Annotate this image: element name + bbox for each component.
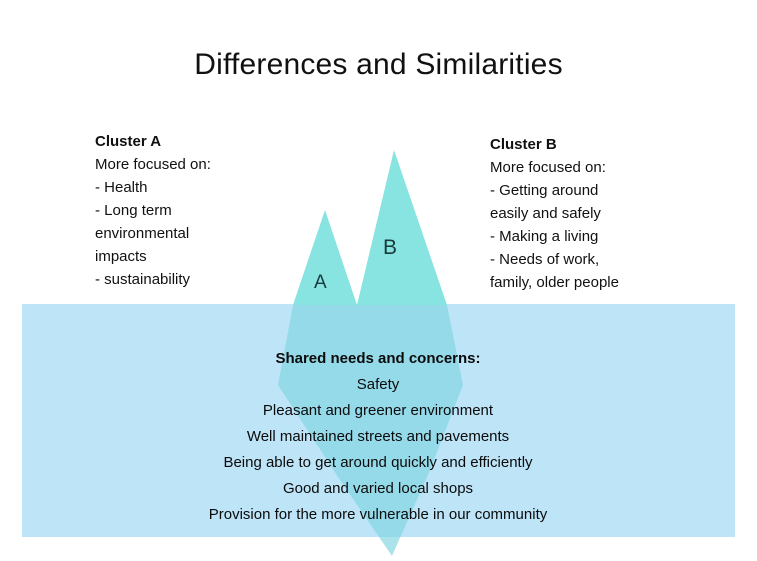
iceberg-peak-b xyxy=(357,150,447,305)
shared-needs-item: Well maintained streets and pavements xyxy=(246,428,510,445)
cluster-a-heading: Cluster A xyxy=(95,133,162,150)
cluster-b-text: Cluster B More focused on: - Getting aro… xyxy=(490,133,640,294)
shared-needs-heading: Shared needs and concerns: xyxy=(275,350,481,367)
cluster-b-item: - Needs of work, family, older people xyxy=(490,251,619,291)
cluster-b-item: - Getting around easily and safely xyxy=(490,182,601,222)
cluster-a-item: - Long term environmental impacts xyxy=(95,202,190,265)
peak-b-label: B xyxy=(383,236,398,259)
cluster-b-intro: More focused on: xyxy=(490,159,606,176)
peak-a-label: A xyxy=(314,272,327,293)
shared-needs-item: Safety xyxy=(356,376,400,393)
cluster-b-heading: Cluster B xyxy=(490,136,557,153)
cluster-a-intro: More focused on: xyxy=(95,156,211,173)
shared-needs-item: Being able to get around quickly and eff… xyxy=(223,454,533,471)
cluster-a-item: - Health xyxy=(95,179,148,196)
shared-needs-item: Provision for the more vulnerable in our… xyxy=(208,506,548,523)
iceberg-peak-a xyxy=(293,210,357,305)
cluster-b-item: - Making a living xyxy=(490,228,599,245)
cluster-a-item: - sustainability xyxy=(95,271,191,288)
shared-needs-block: Shared needs and concerns: Safety Pleasa… xyxy=(78,346,678,528)
slide-title: Differences and Similarities xyxy=(194,48,563,81)
iceberg-underwater-shape xyxy=(278,305,463,556)
cluster-a-text: Cluster A More focused on: - Health - Lo… xyxy=(95,130,227,291)
shared-needs-item: Pleasant and greener environment xyxy=(262,402,494,419)
shared-needs-item: Good and varied local shops xyxy=(282,480,474,497)
